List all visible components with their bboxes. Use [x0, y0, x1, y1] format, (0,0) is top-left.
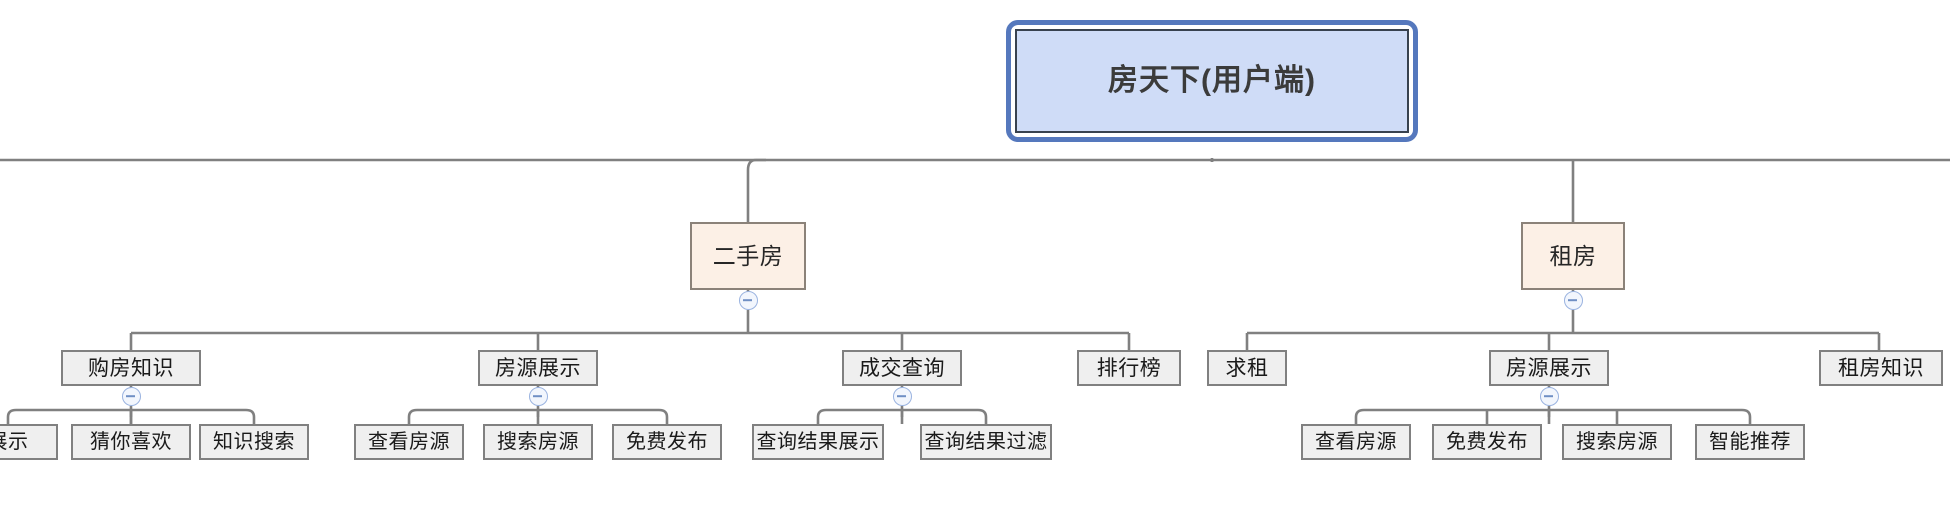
category-node-ershoufang[interactable]: 二手房	[690, 222, 806, 290]
node-label: 排行榜	[1096, 356, 1162, 380]
node-label: 查看房源	[1315, 431, 1397, 453]
root-node[interactable]: 房天下(用户端)	[1015, 29, 1409, 133]
leaf-node-cainixihuan[interactable]: 猜你喜欢	[71, 424, 191, 460]
node-label: 展示	[0, 431, 29, 453]
node-qiuzu[interactable]: 求租	[1207, 350, 1287, 386]
node-chengjiaochaxun[interactable]: 成交查询	[842, 350, 962, 386]
node-label: 租房知识	[1838, 356, 1924, 380]
category-node-zufang[interactable]: 租房	[1521, 222, 1625, 290]
node-paihangbang[interactable]: 排行榜	[1077, 350, 1181, 386]
collapse-toggle-chengjiaochaxun[interactable]	[892, 386, 912, 406]
node-label: 求租	[1225, 356, 1269, 380]
node-label: 查看房源	[368, 431, 450, 453]
leaf-node-chaxunjieguoguolv[interactable]: 查询结果过滤	[920, 424, 1052, 460]
leaf-node-chakanfangyuan-zufang[interactable]: 查看房源	[1301, 424, 1411, 460]
node-label: 智能推荐	[1709, 431, 1791, 453]
node-label: 查询结果展示	[756, 431, 880, 453]
category-node-label: 租房	[1549, 242, 1597, 269]
node-label: 成交查询	[859, 356, 945, 380]
collapse-toggle-goufangzhishi[interactable]	[121, 386, 141, 406]
node-label: 知识搜索	[213, 431, 295, 453]
node-label: 购房知识	[88, 356, 174, 380]
node-label: 免费发布	[1446, 431, 1528, 453]
node-goufangzhishi[interactable]: 购房知识	[61, 350, 201, 386]
node-label: 免费发布	[626, 431, 708, 453]
node-label: 房源展示	[1506, 356, 1592, 380]
node-label: 搜索房源	[1576, 431, 1658, 453]
leaf-node-chaxunjieguozhanshi[interactable]: 查询结果展示	[752, 424, 884, 460]
node-zufangzhishi[interactable]: 租房知识	[1819, 350, 1943, 386]
collapse-toggle-fangyuanzhanshi-zufang[interactable]	[1539, 386, 1559, 406]
leaf-node-mianfeifabu-zufang[interactable]: 免费发布	[1432, 424, 1542, 460]
leaf-node-sousuofangyuan-ershoufang[interactable]: 搜索房源	[483, 424, 593, 460]
leaf-node-mianfeifabu-ershoufang[interactable]: 免费发布	[612, 424, 722, 460]
leaf-node-chakanfangyuan-ershoufang[interactable]: 查看房源	[354, 424, 464, 460]
node-fangyuanzhanshi-zufang[interactable]: 房源展示	[1489, 350, 1609, 386]
leaf-node-zhanshi[interactable]: 展示	[0, 424, 58, 460]
leaf-node-sousuofangyuan-zufang[interactable]: 搜索房源	[1562, 424, 1672, 460]
node-fangyuanzhanshi-ershoufang[interactable]: 房源展示	[478, 350, 598, 386]
leaf-node-zhinengtuijian[interactable]: 智能推荐	[1695, 424, 1805, 460]
node-label: 猜你喜欢	[90, 431, 172, 453]
collapse-toggle-fangyuanzhanshi-ershoufang[interactable]	[528, 386, 548, 406]
leaf-node-zhishisousuo[interactable]: 知识搜索	[199, 424, 309, 460]
node-label: 查询结果过滤	[924, 431, 1048, 453]
collapse-toggle-ershoufang[interactable]	[738, 290, 758, 310]
root-node-label: 房天下(用户端)	[1108, 64, 1316, 97]
collapse-toggle-zufang[interactable]	[1563, 290, 1583, 310]
node-label: 搜索房源	[497, 431, 579, 453]
node-label: 房源展示	[495, 356, 581, 380]
category-node-label: 二手房	[712, 242, 784, 269]
